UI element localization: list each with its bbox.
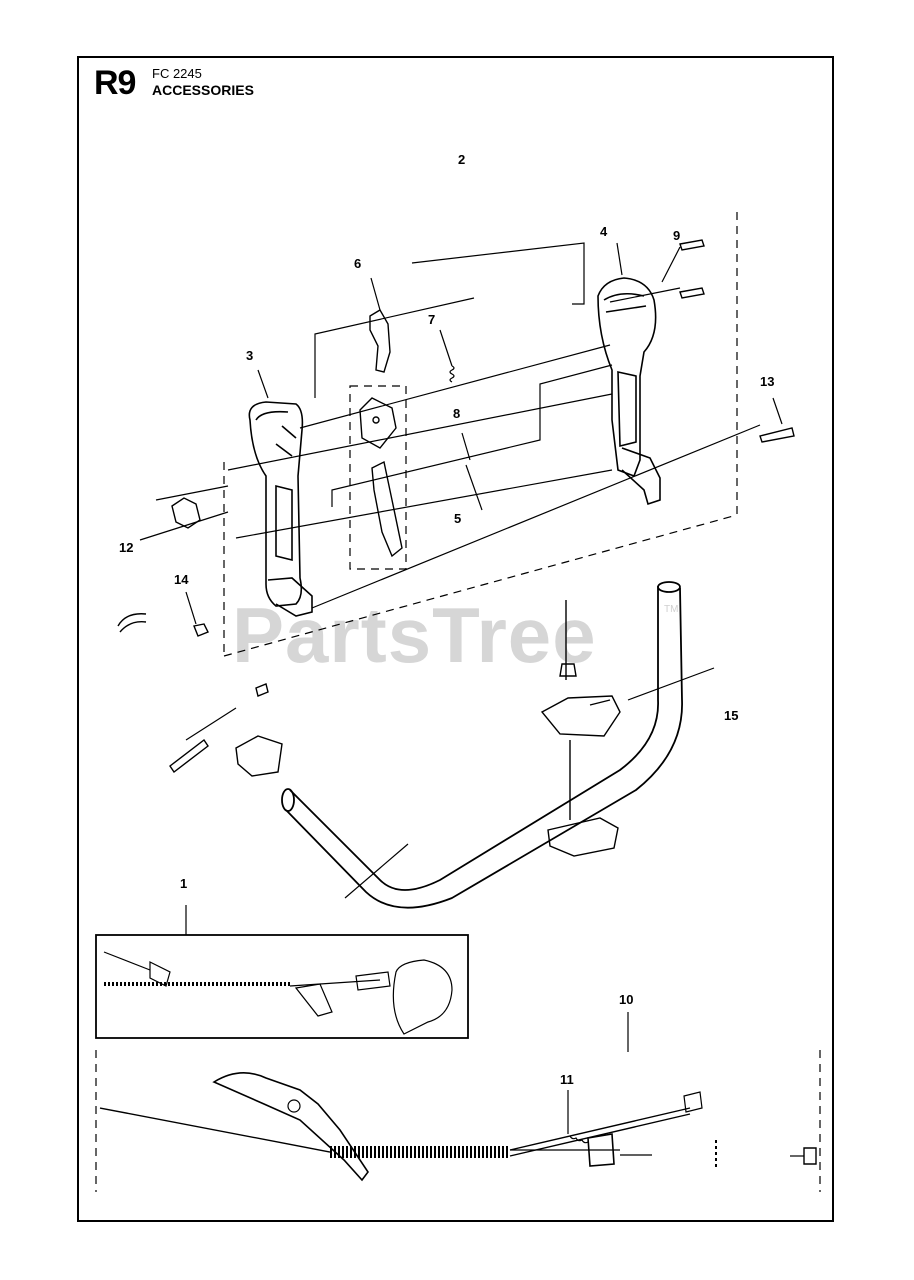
model-number: FC 2245 xyxy=(152,66,202,81)
callout-5: 5 xyxy=(454,511,461,526)
callout-13: 13 xyxy=(760,374,774,389)
callout-10: 10 xyxy=(619,992,633,1007)
callout-12: 12 xyxy=(119,540,133,555)
callout-15: 15 xyxy=(724,708,738,723)
watermark-trademark: TM xyxy=(664,604,679,615)
handle-clamp xyxy=(540,600,621,857)
callout-6: 6 xyxy=(354,256,361,271)
throttle-trigger xyxy=(359,397,403,558)
callout-1: 1 xyxy=(180,876,187,891)
left-clamp-bolt xyxy=(169,683,283,777)
diagram-frame xyxy=(77,56,834,1222)
screws xyxy=(679,239,795,443)
throttle-cable-kit-inset xyxy=(95,934,469,1039)
callout-11: 11 xyxy=(560,1072,574,1087)
callout-4: 4 xyxy=(600,224,608,239)
right-handle-housing xyxy=(597,277,661,506)
callout-3: 3 xyxy=(246,348,253,363)
callout-labels: 2 4 9 6 7 3 13 8 5 12 14 15 1 10 11 xyxy=(119,152,774,1087)
lockout-lever xyxy=(369,309,391,373)
loop-handle-bar xyxy=(281,581,683,909)
page-code: R9 xyxy=(94,64,136,102)
callout-2: 2 xyxy=(458,152,465,167)
callout-7: 7 xyxy=(428,312,435,327)
dashed-assembly-boundary xyxy=(95,212,821,1192)
nut-and-knob xyxy=(117,497,209,637)
leader-lines xyxy=(139,242,783,1156)
throttle-cable-assembly xyxy=(99,1072,817,1182)
watermark-logo: PartsTree xyxy=(232,591,597,679)
left-handle-housing xyxy=(248,401,313,617)
callout-14: 14 xyxy=(174,572,189,587)
section-title: ACCESSORIES xyxy=(152,82,254,98)
return-spring xyxy=(449,365,455,383)
callout-9: 9 xyxy=(673,228,680,243)
callout-8: 8 xyxy=(453,406,460,421)
